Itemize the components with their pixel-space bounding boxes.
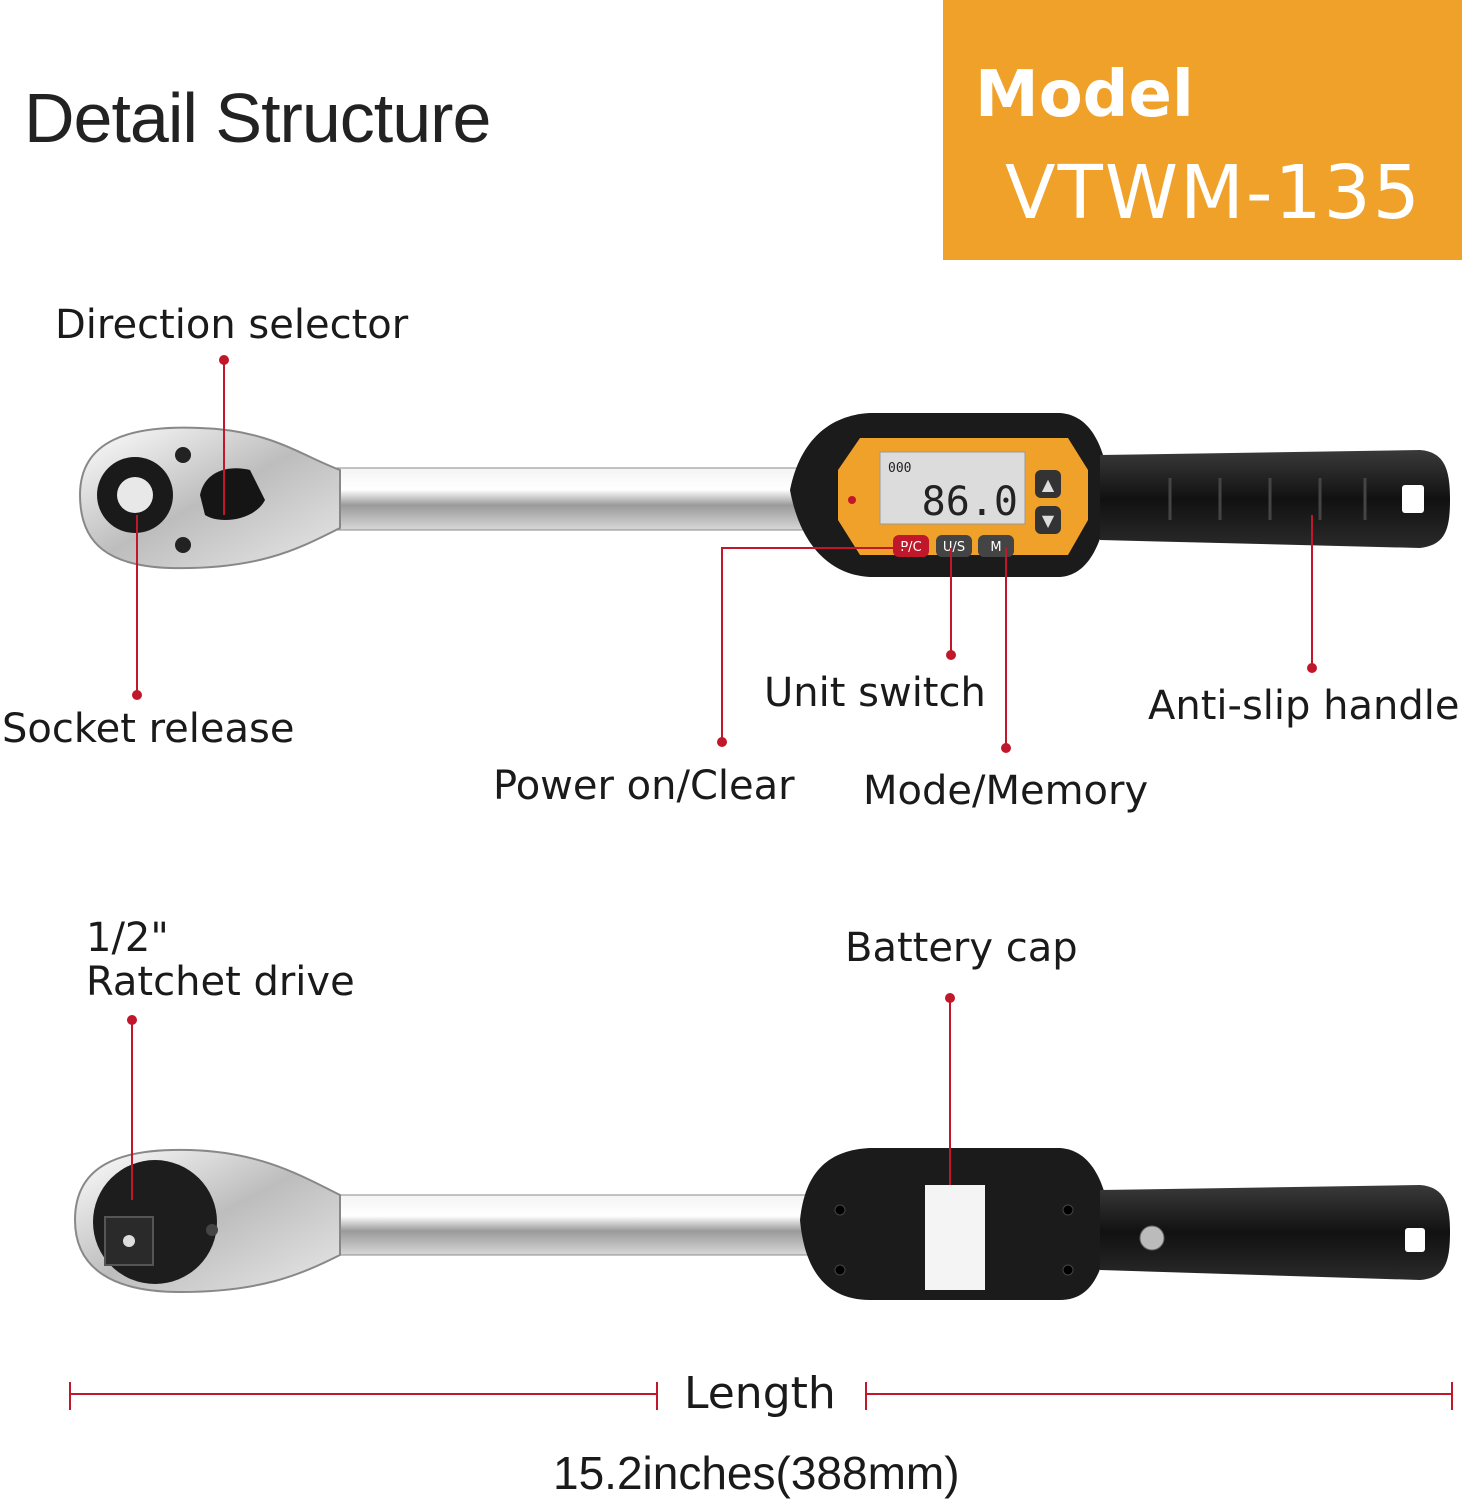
m-button-label: M	[990, 540, 1001, 555]
length-value: 15.2inches(388mm)	[553, 1447, 960, 1499]
unit-switch-label: Unit switch	[764, 670, 986, 716]
top-callout-dots	[132, 355, 1317, 753]
ratchet-drive-label: Ratchet drive	[86, 959, 355, 1005]
anti-slip-handle	[1100, 450, 1450, 548]
chevron-up-icon: ▲	[1042, 475, 1055, 494]
chevron-down-icon: ▼	[1042, 511, 1055, 530]
model-banner	[943, 0, 1462, 260]
bottom-callout-lines	[131, 998, 951, 1200]
length-label: Length	[684, 1368, 836, 1419]
direction-selector-lever	[200, 468, 265, 520]
pc-button-label: P/C	[900, 540, 921, 555]
up-button[interactable]	[1035, 470, 1061, 498]
page-title: Detail Structure	[24, 79, 491, 157]
battery-cap-label: Battery cap	[845, 925, 1078, 971]
direction-selector-label: Direction selector	[55, 302, 409, 348]
length-dimension-line	[69, 1382, 1453, 1410]
top-callout-lines	[136, 360, 1313, 748]
top-wrench: 86.0 000 ▲ ▼ P/C U/S M	[78, 413, 1450, 577]
socket-release-label: Socket release	[2, 706, 295, 752]
power-on-clear-label: Power on/Clear	[493, 763, 795, 809]
product-label-sticker	[925, 1185, 985, 1290]
lcd-small-reading: 000	[888, 461, 911, 476]
down-button[interactable]	[1035, 506, 1061, 534]
unit-switch-button[interactable]	[936, 535, 972, 557]
lcd-reading: 86.0	[922, 479, 1018, 525]
power-clear-button[interactable]	[893, 535, 929, 557]
mode-memory-label: Mode/Memory	[863, 768, 1149, 814]
model-number: VTWM-135	[1005, 150, 1422, 236]
bottom-wrench	[73, 1148, 1450, 1300]
us-button-label: U/S	[943, 540, 965, 555]
bottom-callout-dots	[127, 993, 955, 1025]
ratchet-drive-size-label: 1/2"	[86, 915, 169, 961]
model-label: Model	[975, 58, 1194, 132]
anti-slip-handle-label: Anti-slip handle	[1148, 683, 1460, 729]
